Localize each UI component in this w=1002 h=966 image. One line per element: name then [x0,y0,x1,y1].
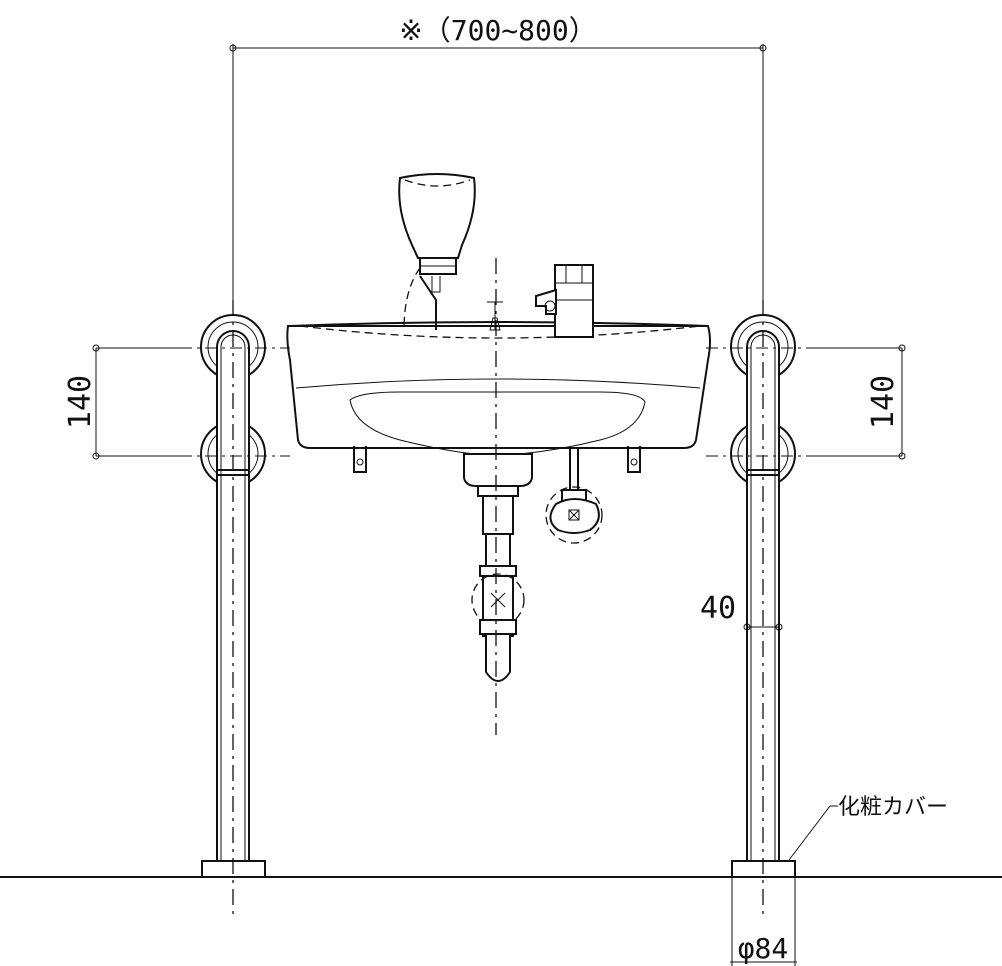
cosmetic-cover-label: 化粧カバー [838,795,948,820]
base-diameter-label: φ84 [738,932,789,965]
stopper-knob [487,301,503,331]
left-spacing-label: 140 [63,375,98,429]
cosmetic-cover-callout: 化粧カバー [788,795,948,861]
right-spacing-dimension: 140 [816,344,906,460]
bar-diameter-dimension: 40 [700,591,783,631]
drain-trap [471,485,525,682]
overall-width-label: ※（700~800） [399,14,596,47]
base-diameter-dimension: φ84 [730,877,797,966]
left-grab-bar [200,300,266,915]
left-spacing-dimension: 140 [63,344,180,460]
bar-diameter-label: 40 [700,591,736,626]
right-spacing-label: 140 [866,375,901,429]
washbasin [286,321,711,487]
right-grab-bar [730,300,796,915]
soap-dispenser [398,173,476,331]
faucet [535,264,594,338]
angle-stop-valve [545,448,603,544]
overall-width-dimension: ※（700~800） [229,14,767,300]
